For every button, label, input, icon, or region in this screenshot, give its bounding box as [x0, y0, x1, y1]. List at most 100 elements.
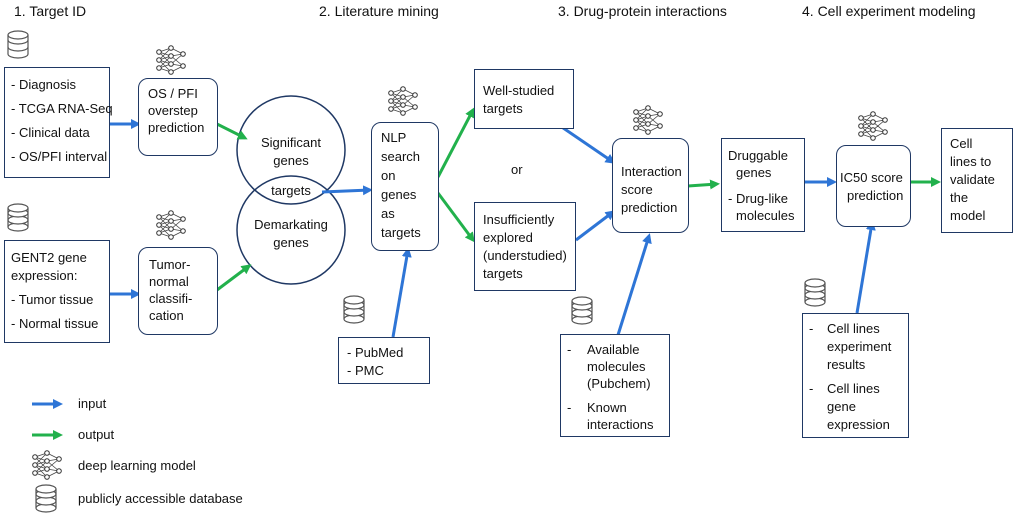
gent2-line: expression:	[11, 268, 78, 283]
arrow-available-to-interaction	[616, 233, 652, 336]
targets-overlap-label: targets	[271, 183, 311, 198]
tumor-normal-line: cation	[149, 308, 184, 323]
gent2-box: GENT2 gene expression: - Tumor tissue - …	[4, 240, 110, 343]
database-icon	[571, 296, 593, 325]
cell-results-line: Cell lines	[827, 321, 880, 336]
available-dash: -	[567, 342, 572, 357]
arrow-nlp-to-insuff	[436, 192, 475, 243]
arrow-insuff-to-interaction	[575, 210, 616, 242]
available-line: (Pubchem)	[587, 376, 651, 391]
gent2-line: - Normal tissue	[11, 316, 99, 331]
well-studied-box: Well-studied targets	[474, 69, 574, 129]
interaction-line: prediction	[621, 200, 678, 215]
nlp-line: NLP	[381, 130, 407, 145]
database-icon	[804, 278, 826, 307]
arrow-tumor-to-demarkating	[216, 264, 252, 292]
neural-network-icon	[388, 86, 418, 116]
neural-network-icon	[633, 105, 663, 135]
cell-validate-line: model	[950, 208, 986, 223]
legend-output-label: output	[78, 427, 115, 442]
cell-expr-line: gene	[827, 399, 856, 414]
neural-network-icon	[156, 210, 186, 240]
arrow-nlp-to-wellstudied	[436, 107, 475, 178]
os-pfi-prediction-box: OS / PFI overstep prediction	[138, 78, 218, 156]
arrow-pubmed-to-nlp	[391, 247, 412, 338]
cell-results-dash: -	[809, 321, 814, 336]
tumor-normal-line: classifi-	[149, 291, 193, 306]
cell-expr-line: Cell lines	[827, 381, 880, 396]
tumor-normal-line: Tumor-	[149, 257, 191, 272]
ic50-prediction-box: IC50 score prediction	[836, 145, 911, 227]
cell-validate-line: the	[950, 190, 969, 205]
section-title-drug-protein: 3. Drug-protein interactions	[558, 3, 727, 19]
known-dash: -	[567, 400, 572, 415]
available-line: Available	[587, 342, 640, 357]
or-label: or	[511, 162, 523, 177]
nlp-line: targets	[381, 225, 421, 240]
section-title-target-id: 1. Target ID	[14, 3, 87, 19]
arrow-ospfi-to-significant	[216, 122, 248, 140]
demarkating-line: genes	[273, 234, 309, 250]
os-pfi-line: prediction	[148, 120, 205, 135]
interaction-line: Interaction	[621, 164, 682, 179]
cell-validate-line: lines to	[950, 154, 992, 169]
gent2-line: GENT2 gene	[11, 250, 87, 265]
known-line: Known	[587, 400, 627, 415]
cell-results-line: experiment	[827, 339, 892, 354]
well-studied-line: targets	[483, 101, 523, 116]
legend-database-label: publicly accessible database	[78, 491, 243, 506]
significant-genes-circle	[236, 95, 346, 205]
clinical-input-item: - Clinical data	[11, 125, 90, 140]
known-line: interactions	[587, 417, 654, 432]
nlp-line: genes	[381, 187, 417, 202]
ic50-line: prediction	[847, 188, 904, 203]
drug-like-dash: -	[728, 191, 733, 206]
druggable-line: Druggable	[728, 148, 788, 163]
druggable-line: genes	[736, 165, 772, 180]
cell-lines-data-box: - Cell lines experiment results - Cell l…	[802, 313, 909, 438]
cell-results-line: results	[827, 357, 866, 372]
section-title-literature-mining: 2. Literature mining	[319, 3, 439, 19]
clinical-inputs-box: - Diagnosis - TCGA RNA-Seq - Clinical da…	[4, 67, 113, 178]
drug-like-line: molecules	[736, 208, 795, 223]
nlp-line: on	[381, 168, 396, 183]
insufficiently-line: (understudied)	[483, 248, 567, 263]
database-icon	[7, 203, 29, 232]
database-icon	[7, 30, 29, 59]
cell-expr-dash: -	[809, 381, 814, 396]
significant-line: Significant	[261, 135, 321, 150]
nlp-line: as	[381, 206, 395, 221]
database-icon	[343, 295, 365, 324]
available-molecules-box: - Available molecules (Pubchem) - Known …	[560, 334, 670, 437]
pubmed-line: - PubMed	[347, 345, 404, 360]
significant-genes-label: Significant genes	[251, 134, 331, 169]
arrow-targets-to-nlp	[321, 185, 373, 196]
pubmed-line: - PMC	[347, 363, 384, 378]
interaction-score-box: Interaction score prediction	[612, 138, 689, 233]
cell-expr-line: expression	[827, 417, 890, 432]
pubmed-box: - PubMed - PMC	[338, 337, 430, 384]
os-pfi-line: overstep	[148, 103, 198, 118]
demarkating-genes-label: Demarkating genes	[245, 216, 337, 251]
insufficiently-line: targets	[483, 266, 523, 281]
arrow-cellresults-to-ic50	[855, 220, 876, 314]
arrow-interaction-to-druggable	[687, 179, 720, 190]
available-line: molecules	[587, 359, 646, 374]
druggable-box: Druggable genes - Drug-like molecules	[721, 138, 805, 232]
well-studied-line: Well-studied	[483, 83, 555, 98]
insufficiently-line: explored	[483, 230, 533, 245]
tumor-normal-line: normal	[149, 274, 189, 289]
tumor-normal-box: Tumor- normal classifi- cation	[138, 247, 218, 335]
neural-network-icon	[858, 111, 888, 141]
gent2-line: - Tumor tissue	[11, 292, 94, 307]
drug-like-line: Drug-like	[736, 191, 789, 206]
demarkating-line: Demarkating	[254, 217, 328, 232]
clinical-input-item: - Diagnosis	[11, 77, 77, 92]
database-icon	[35, 484, 57, 513]
legend-input-label: input	[78, 396, 107, 411]
insufficiently-line: Insufficiently	[483, 212, 555, 227]
legend-deep-learning-label: deep learning model	[78, 458, 196, 473]
clinical-input-item: - TCGA RNA-Seq	[11, 101, 113, 116]
neural-network-icon	[156, 45, 186, 75]
